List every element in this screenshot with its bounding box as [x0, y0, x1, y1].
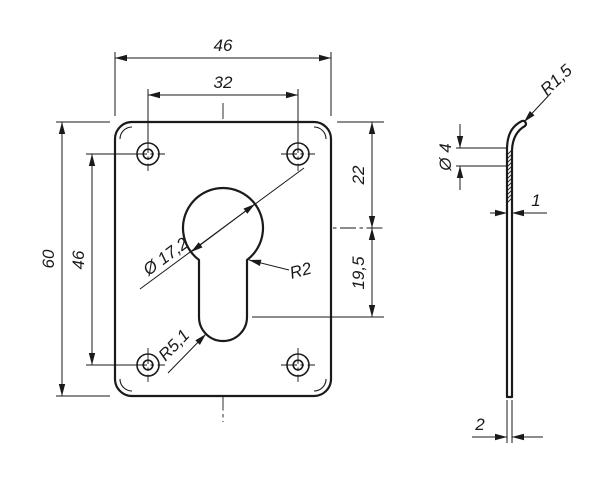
side-view	[505, 119, 527, 399]
hatch-line	[506, 157, 513, 164]
corner-edge-arc-tl	[119, 126, 133, 140]
hatch-line	[506, 181, 513, 188]
corner-edge-arc-bl	[119, 378, 133, 392]
plate-outline	[113, 120, 333, 398]
dim-sheet-thickness: 1	[531, 191, 540, 210]
side-profile-outline	[505, 119, 527, 399]
dim-hole-diameter: Ø 4	[436, 143, 455, 171]
r2-leader-line	[248, 259, 290, 271]
front-view	[113, 103, 384, 422]
hole-inner-circle	[142, 148, 154, 160]
dim-keyhole-center-to-slot: 19,5	[349, 256, 368, 290]
dim-overall-height: 60	[39, 249, 58, 268]
corner-edge-arc-tr	[313, 126, 327, 140]
hatch-line	[506, 161, 513, 168]
hole-inner-circle	[292, 359, 304, 371]
hatch-line	[506, 185, 513, 192]
screw-hole-bottom-left	[131, 348, 165, 382]
dim-overall-width: 46	[214, 36, 233, 55]
hole-inner-circle	[142, 359, 154, 371]
hatch-line	[506, 189, 513, 196]
hole-outer-circle	[136, 353, 160, 377]
hatch-line	[506, 177, 513, 184]
dim-hole-spacing-horizontal: 32	[214, 73, 233, 92]
dim-top-to-keyhole-center: 22	[349, 165, 368, 185]
dim-edge-radius: R1,5	[537, 60, 577, 99]
hatch-line	[506, 149, 513, 156]
corner-edge-arc-br	[313, 378, 327, 392]
hole-outer-circle	[286, 353, 310, 377]
diameter-arrow-upper	[222, 203, 256, 229]
hatch-line	[506, 197, 513, 204]
hatch-line	[506, 153, 513, 160]
screw-hole-bottom-right	[281, 348, 315, 382]
r15-leader-line	[523, 92, 552, 123]
diameter-arrow-lower	[190, 227, 224, 253]
dim-hole-spacing-vertical: 46	[69, 250, 88, 269]
r51-leader-line	[167, 333, 207, 374]
keyhole-cutout	[181, 186, 265, 343]
section-hatching	[506, 149, 513, 204]
hatch-line	[506, 173, 513, 180]
hatch-line	[506, 169, 513, 176]
hatch-line	[506, 165, 513, 172]
dim-total-thickness: 2	[474, 415, 485, 434]
hole-inner-circle	[292, 148, 304, 160]
hatch-line	[506, 193, 513, 200]
